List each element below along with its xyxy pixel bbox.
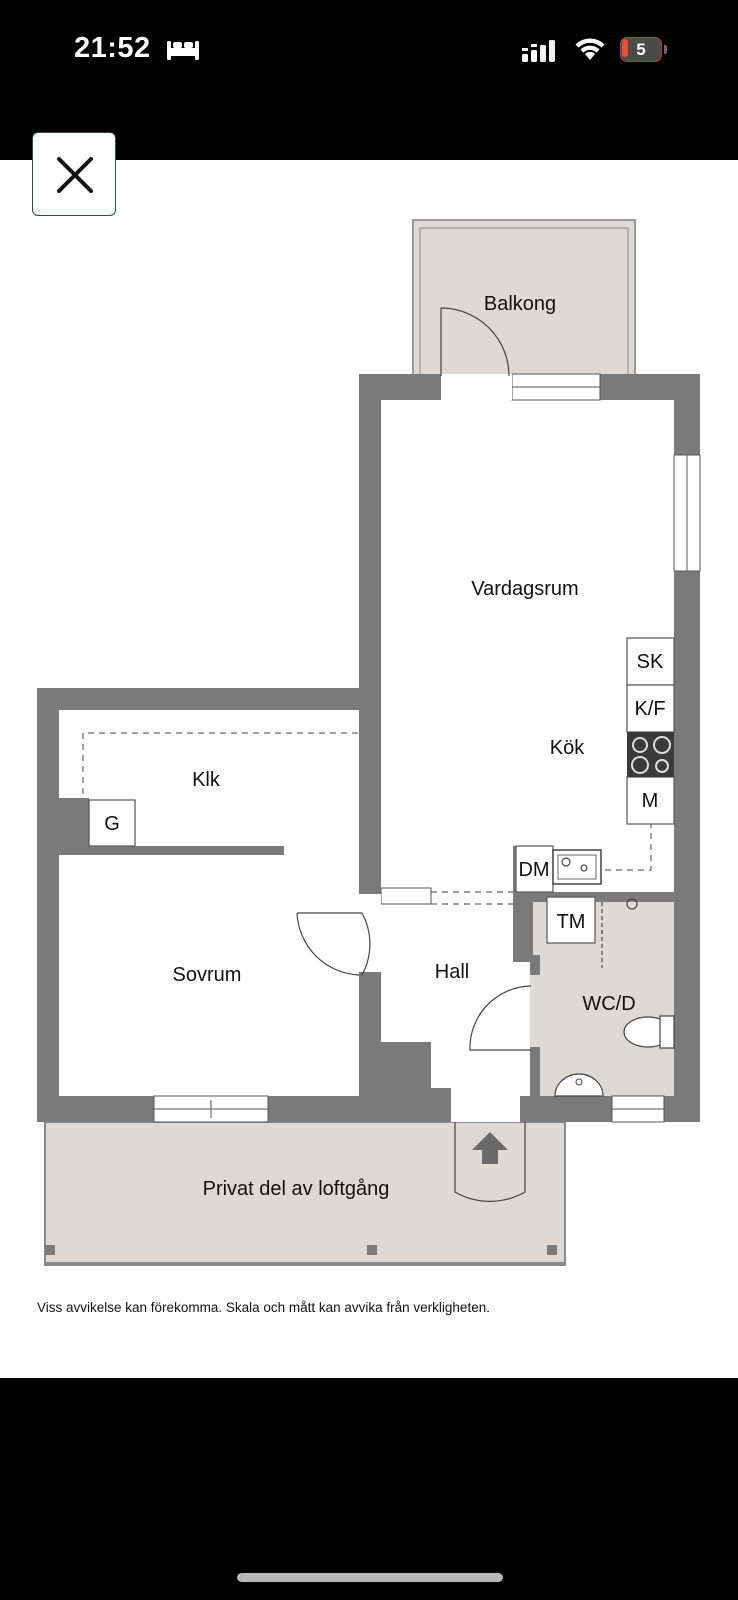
battery-nub [664, 45, 667, 54]
room-label-walkway: Privat del av loftgång [203, 1178, 390, 1200]
entry-door-opening [451, 1096, 520, 1122]
kitchen-sink [552, 849, 602, 885]
entrance-arrow-icon [472, 1132, 508, 1164]
bathroom-door-opening [530, 975, 540, 1047]
balcony-inner [419, 227, 629, 377]
kitchen-cabinets [88, 637, 675, 944]
fixture-label-g: G [104, 813, 120, 835]
walkway-post [367, 1245, 377, 1255]
disclaimer-text: Viss avvikelse kan förekomma. Skala och … [37, 1300, 490, 1315]
room-label-closet: Klk [192, 769, 221, 791]
fixture-label-kf: K/F [634, 698, 665, 720]
room-label-living-room: Vardagsrum [471, 578, 578, 600]
close-button[interactable] [32, 132, 116, 216]
balcony-door-opening [441, 374, 512, 400]
fixture-label-sk: SK [637, 651, 664, 673]
status-time: 21:52 [74, 32, 151, 64]
fixture-label-dm: DM [518, 859, 549, 881]
room-label-kitchen: Kök [550, 737, 585, 759]
close-icon [57, 157, 93, 193]
bedroom-door-opening [359, 894, 381, 972]
battery-icon: 5 [620, 37, 670, 62]
battery-body [620, 37, 662, 62]
room-label-balcony: Balkong [484, 293, 556, 315]
room-label-bedroom: Sovrum [173, 964, 242, 986]
walkway-post [45, 1245, 55, 1255]
stove-burners [631, 736, 671, 774]
bathroom-fixtures [554, 898, 675, 1097]
status-bar: 21:52 5 [0, 0, 738, 100]
wifi-icon [574, 37, 606, 66]
room-label-bathroom: WC/D [582, 993, 635, 1015]
window-lines [154, 386, 688, 1118]
dashed-lines [82, 732, 652, 905]
cellular-signal-icon [522, 40, 556, 67]
walkway-post [547, 1245, 557, 1255]
fixture-label-m: M [642, 790, 659, 812]
door-swings [296, 307, 532, 1202]
home-indicator[interactable] [237, 1573, 503, 1582]
battery-fill [622, 39, 628, 57]
battery-level: 5 [636, 40, 646, 59]
fixture-label-tm: TM [557, 911, 586, 933]
room-label-hall: Hall [435, 961, 469, 983]
sleep-focus-icon [166, 38, 200, 67]
